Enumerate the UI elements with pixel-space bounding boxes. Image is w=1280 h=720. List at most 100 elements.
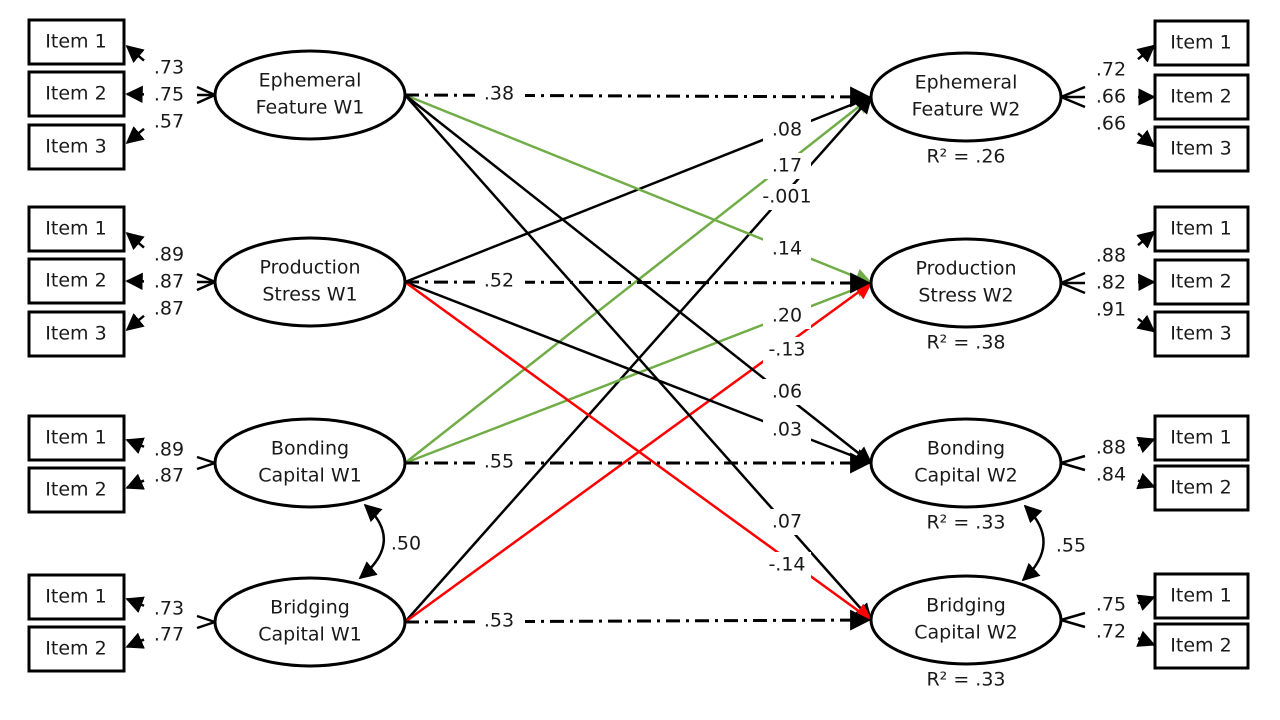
indicator-box[interactable] [27,18,126,66]
cross-lagged-coefficient: .03 [772,419,802,441]
label-background [763,379,811,405]
latent-ellipse[interactable] [869,574,1063,666]
latent-ellipse[interactable] [213,236,407,328]
label-background [475,268,525,294]
cross-lagged-coefficient: -.13 [768,339,805,361]
indicator-box[interactable] [27,205,126,253]
indicator-box[interactable] [1153,205,1250,253]
autoregressive-coefficient: .38 [484,83,514,105]
loading-stub [1060,454,1086,465]
loading-stub [196,455,216,465]
autoregressive-path-br1 [404,609,872,631]
loading-arrow [125,45,145,64]
factor-loading: .91 [1096,299,1126,321]
indicator-box[interactable] [27,310,126,358]
covariance-arrow [1021,504,1045,582]
indicator-label: Item 2 [45,638,106,660]
loading-arrow [1136,630,1156,647]
loading-arrow [1136,594,1156,611]
indicator-box[interactable] [27,573,126,621]
indicator-label: Item 2 [1170,477,1231,499]
label-background [475,608,525,634]
latent-label: Feature W1 [256,97,365,119]
indicator-box[interactable] [1153,258,1250,306]
loading-arrow [1136,314,1156,333]
label-background [763,117,811,143]
covariance-coefficient: .50 [391,533,421,555]
indicator-box[interactable] [27,466,126,514]
loading-stub [196,93,216,105]
factor-loading: .72 [1096,59,1126,81]
indicator-label: Item 2 [1170,271,1231,293]
indicator-box[interactable] [1153,19,1250,67]
indicator-label: Item 3 [45,323,106,345]
latent-ellipse[interactable] [869,51,1063,143]
factor-loading: .82 [1096,272,1126,294]
factor-loading: .87 [154,465,184,487]
indicator-label: Item 1 [45,586,106,608]
latent-label: Capital W2 [914,465,1018,487]
cross-lagged-coefficient: -.001 [762,186,811,208]
factor-loading: .66 [1096,113,1126,135]
loading-arrow [125,473,145,490]
label-background [763,236,811,262]
indicator-box[interactable] [1153,73,1250,121]
label-background [763,552,811,578]
loading-stub [196,272,216,284]
loading-arrow [125,632,145,649]
r-squared-label: R² = .33 [926,512,1005,534]
indicator-label: Item 1 [45,31,106,53]
indicator-label: Item 1 [1170,218,1231,240]
indicator-box[interactable] [1153,310,1250,358]
indicator-label: Item 3 [1170,138,1231,160]
loading-arrow [125,126,145,144]
indicator-label: Item 1 [1170,427,1231,449]
latent-label: Bonding [271,438,349,460]
latent-ellipse[interactable] [213,49,407,141]
indicator-label: Item 1 [45,427,106,449]
factor-loading: .89 [154,244,184,266]
indicator-box[interactable] [27,625,126,673]
cross-lagged-coefficient: .14 [772,238,802,260]
loading-stub [196,280,216,292]
indicator-label: Item 1 [45,218,106,240]
loading-arrow [1136,129,1156,148]
latent-label: Production [915,258,1016,280]
latent-label: Bridging [270,597,350,619]
latent-ellipse[interactable] [869,237,1063,329]
loading-arrow [125,232,145,251]
loading-stub [1060,85,1086,99]
cross-lagged-coefficient: .17 [772,155,802,177]
factor-loading: .57 [154,111,184,133]
loading-stub [196,620,216,630]
latent-ellipse[interactable] [213,417,407,509]
factor-loading: .72 [1096,621,1126,643]
factor-loading: .84 [1096,464,1126,486]
cross-lagged-coefficient: .07 [772,511,802,533]
indicator-box[interactable] [27,414,126,462]
label-background [475,449,525,475]
indicator-label: Item 3 [1170,323,1231,345]
label-background [475,81,525,107]
latent-label: Ephemeral [915,72,1018,94]
indicator-box[interactable] [27,257,126,305]
latent-ellipse[interactable] [213,576,407,668]
cross-lagged-coefficient: .20 [772,305,802,327]
factor-loading: .88 [1096,437,1126,459]
loading-arrow [125,596,145,613]
r-squared-label: R² = .38 [926,332,1005,354]
label-background [763,509,811,535]
cross-lagged-coefficient: -.14 [768,554,805,576]
indicator-box[interactable] [27,123,126,171]
latent-ellipse[interactable] [869,417,1063,509]
indicator-box[interactable] [27,70,126,118]
indicator-box[interactable] [1153,125,1250,173]
label-background [763,303,811,329]
latent-label: Bonding [927,438,1005,460]
